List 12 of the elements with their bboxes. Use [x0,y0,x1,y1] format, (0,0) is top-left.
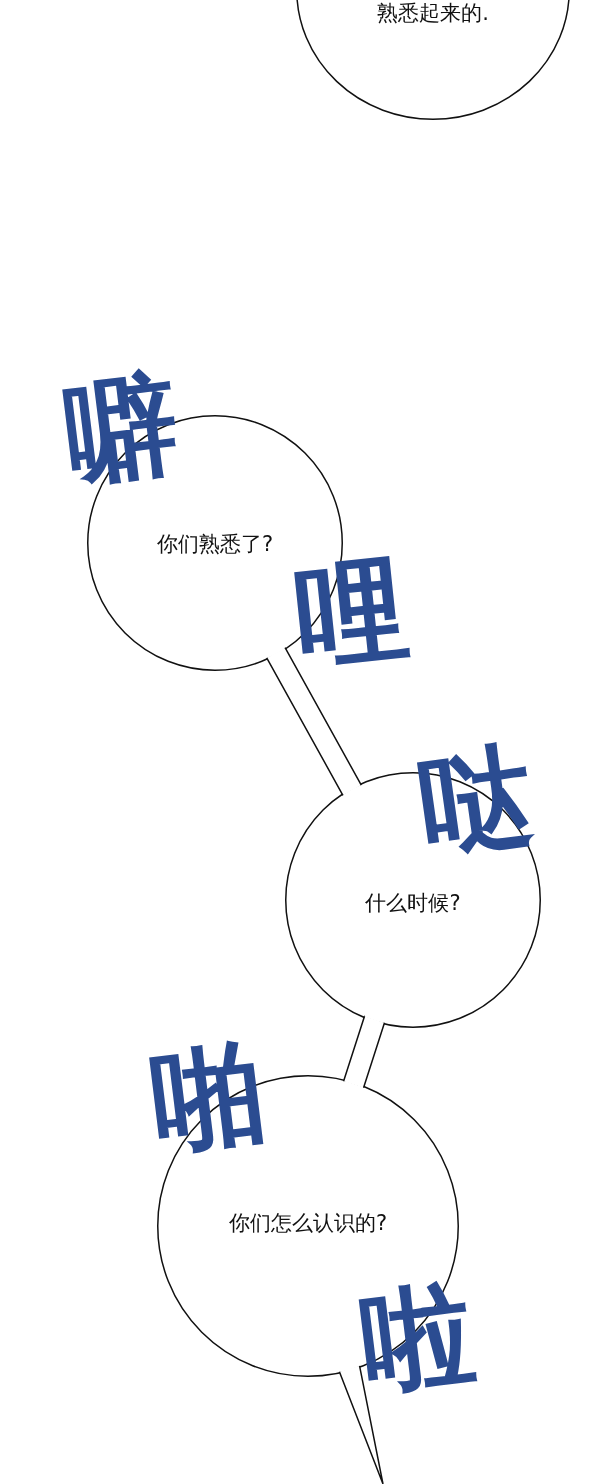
dialogue-text: 熟悉起来的. [377,1,489,25]
bubble-tail [265,646,363,797]
dialogue-text: 什么时候? [365,891,461,915]
bubble-tail [338,1365,384,1484]
sound-effect-text: 哩 [290,550,414,674]
bubble-tail [342,1015,386,1089]
sound-effect-text: 啪 [145,1033,271,1159]
sound-effect-text: 噼 [59,365,185,491]
sound-effect-text: 哒 [412,737,540,865]
dialogue-text: 你们熟悉了? [156,532,274,556]
dialogue-text: 你们怎么认识的? [228,1211,388,1235]
sound-effect-text: 啦 [355,1275,481,1401]
